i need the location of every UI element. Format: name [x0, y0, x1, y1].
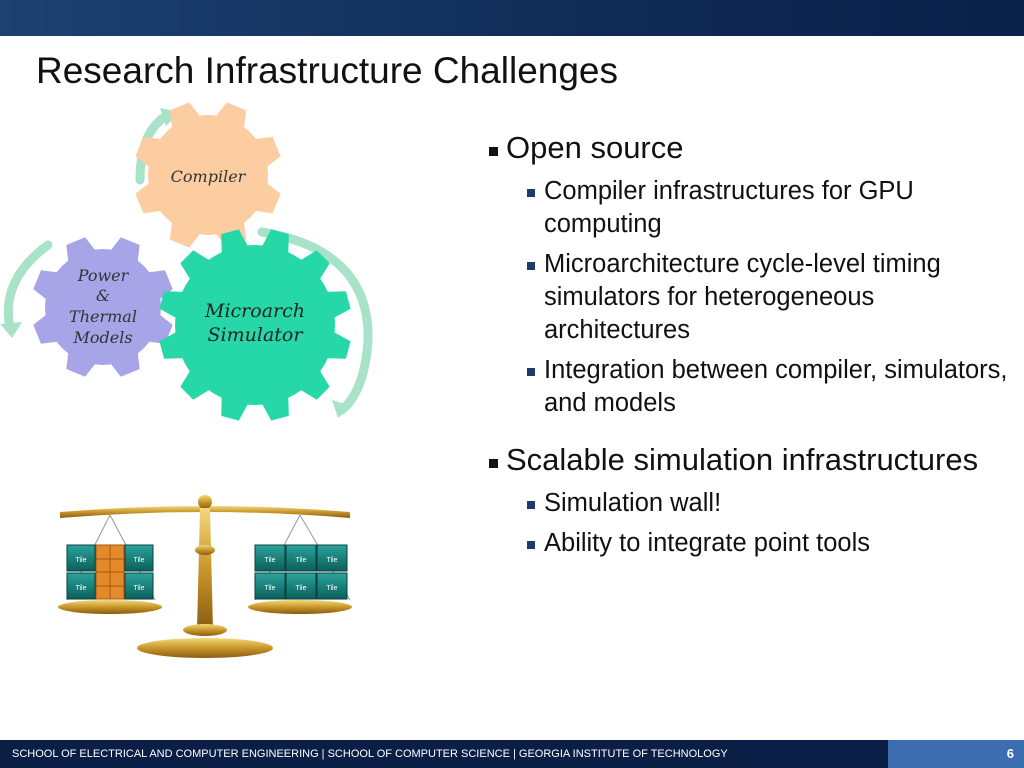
sub-bullet: Simulation wall!	[488, 487, 1008, 520]
arrow-microarch-head	[332, 400, 352, 418]
slide-title: Research Infrastructure Challenges	[36, 50, 619, 91]
gear-microarch	[159, 229, 351, 421]
sub-bullet: Microarchitecture cycle-level timing sim…	[488, 248, 1008, 347]
right-pan-tiles: Tile Tile Tile Tile Tile Tile	[254, 544, 348, 600]
svg-text:Tile: Tile	[326, 557, 337, 564]
bullet-square-icon	[489, 459, 498, 468]
gear-power-label-3: Thermal	[69, 307, 137, 326]
arrow-power-head	[0, 322, 22, 338]
svg-text:Tile: Tile	[326, 585, 337, 592]
svg-text:Tile: Tile	[75, 585, 86, 592]
svg-text:Tile: Tile	[295, 557, 306, 564]
svg-text:Tile: Tile	[133, 585, 144, 592]
bullet-square-icon	[527, 368, 535, 376]
bullet-list: Open source Compiler infrastructures for…	[488, 128, 1008, 560]
bullet-scalable-simulation: Scalable simulation infrastructures	[488, 440, 1008, 480]
gear-microarch-label-1: Microarch	[204, 300, 305, 322]
balance-scale-image: Tile Tile Tile Tile Tile Tile Tile Tile …	[58, 495, 352, 658]
gear-power-label-4: Models	[72, 328, 132, 347]
bullet-square-icon	[527, 189, 535, 197]
gear-power-label-2: &	[96, 286, 110, 305]
g-power-shape	[33, 237, 173, 377]
svg-text:Tile: Tile	[264, 557, 275, 564]
g-compiler-shape	[135, 102, 281, 248]
sub-bullet: Ability to integrate point tools	[488, 527, 1008, 560]
sub-bullet: Integration between compiler, simulators…	[488, 354, 1008, 420]
svg-text:Tile: Tile	[295, 585, 306, 592]
bullet-open-source: Open source	[488, 128, 1008, 168]
sub-bullet: Compiler infrastructures for GPU computi…	[488, 175, 1008, 241]
g-micro-shape	[159, 229, 351, 421]
footer-bar: SCHOOL OF ELECTRICAL AND COMPUTER ENGINE…	[0, 740, 888, 768]
svg-text:Tile: Tile	[264, 585, 275, 592]
gear-compiler-label: Compiler	[171, 167, 247, 186]
gear-power	[33, 237, 173, 377]
arrow-power	[3, 240, 53, 333]
header-bar	[0, 0, 1024, 36]
gear-power-label-1: Power	[77, 266, 130, 285]
left-pan-tiles: Tile Tile Tile Tile	[66, 544, 154, 600]
svg-text:Tile: Tile	[133, 557, 144, 564]
footer-text: SCHOOL OF ELECTRICAL AND COMPUTER ENGINE…	[12, 748, 728, 760]
page-number-box: 6	[888, 740, 1024, 768]
arrow-microarch	[257, 227, 373, 415]
gears-diagram: Compiler Power & Thermal Models Microarc…	[0, 102, 373, 421]
bullet-square-icon	[527, 501, 535, 509]
gear-microarch-label-2: Simulator	[208, 324, 305, 346]
svg-text:Tile: Tile	[75, 557, 86, 564]
bullet-square-icon	[527, 262, 535, 270]
bullet-square-icon	[527, 541, 535, 549]
gear-compiler	[135, 102, 281, 248]
page-number: 6	[1006, 746, 1014, 761]
bullet-square-icon	[489, 147, 498, 156]
